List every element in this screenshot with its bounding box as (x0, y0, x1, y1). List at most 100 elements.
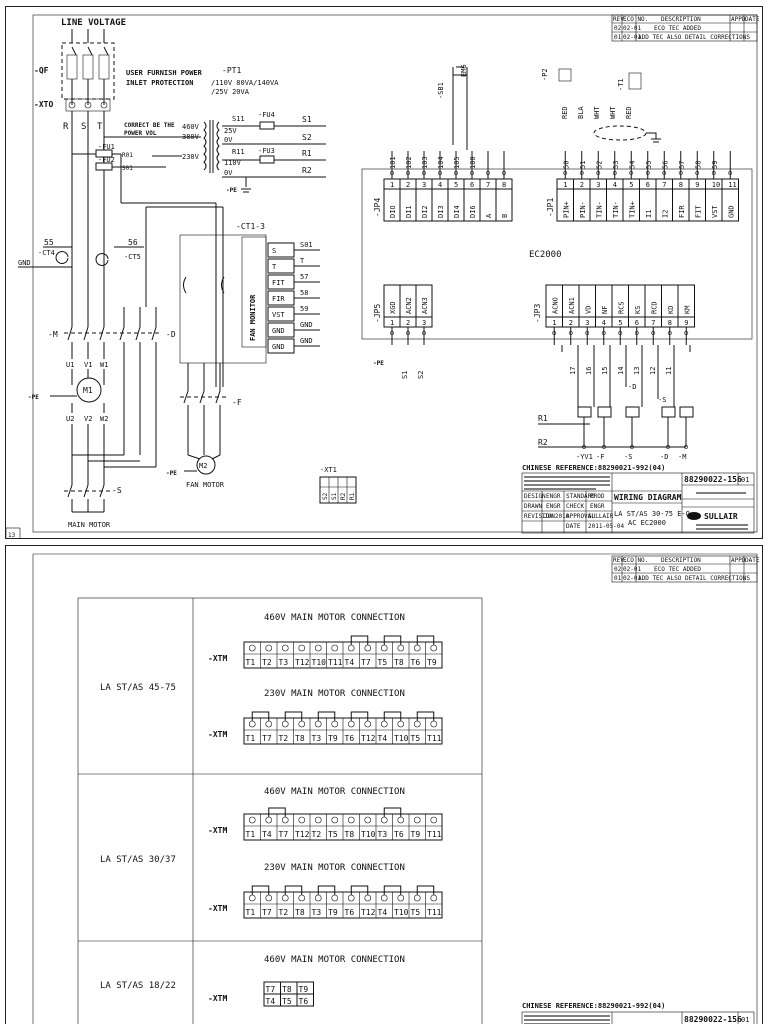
terminal-label: T6 (345, 908, 355, 917)
tb-date-label: DATE (566, 523, 581, 530)
connector-pin-number: 7 (651, 319, 655, 327)
connector-pin-label-cell (677, 284, 695, 318)
rev2-row2-desc: ADD TEC ALSO DETAIL CORRECTIONS (638, 575, 750, 582)
motor-w1: W1 (100, 361, 108, 369)
connector-pin-number: 8 (502, 181, 506, 189)
r1-label: R1 (538, 414, 548, 423)
terminal-jumper (383, 807, 402, 817)
connector-pin-label: KD (667, 306, 675, 314)
connection-table (77, 597, 483, 1024)
connector-pin-label: TIN+ (628, 201, 636, 218)
connector-pin-number: 4 (613, 181, 617, 189)
tb-design-label: DESIGN (524, 493, 546, 500)
m-contactor-label: -M (48, 330, 58, 339)
shield-twisted-pair (593, 125, 647, 141)
connector-wire-node (422, 171, 426, 175)
connector-pin-number: 1 (390, 181, 394, 189)
jp5-wire-s2: S2 (417, 371, 425, 379)
terminal-label: T1 (246, 908, 256, 917)
connector-pin-number: 3 (596, 181, 600, 189)
terminal-jumper (383, 635, 402, 645)
wire-r01: R01 (122, 152, 133, 159)
terminal-jumper (416, 885, 435, 895)
connector-pin-label: ACN1 (568, 297, 576, 314)
connector-wire-node (651, 331, 656, 335)
m2-label: M2 (199, 462, 207, 470)
correct-note-2: POWER VOL (124, 130, 157, 137)
terminal-label: T10 (394, 734, 409, 743)
connector-wire-label: 102 (405, 156, 413, 169)
connection-title: 460V MAIN MOTOR CONNECTION (264, 613, 405, 623)
out-r2: R2 (302, 166, 312, 175)
fan-monitor-wire-label: GND (300, 321, 313, 329)
terminal-label: T2 (312, 830, 322, 839)
terminal-screw (248, 816, 256, 824)
terminal-label: T5 (378, 658, 388, 667)
connector-pin-label: KS (634, 306, 642, 314)
terminal-screw (413, 816, 421, 824)
pri-tap-460: 460V (182, 123, 200, 131)
connector-pin-number: 1 (552, 319, 556, 327)
coil-tag-d: -D (628, 383, 636, 391)
terminal-screw (364, 816, 372, 824)
relay-coil (679, 406, 694, 418)
terminal-label: T8 (295, 734, 305, 743)
rev2-row1-desc: ECO TEC ADDED (654, 566, 701, 573)
fan-monitor-wire-label: 58 (300, 289, 308, 297)
fan-monitor-wire-label: GND (300, 337, 313, 345)
connector-pin-number: 11 (728, 181, 736, 189)
line-voltage-label: LINE VOLTAGE (61, 18, 126, 28)
jp1-label: -JP1 (546, 198, 555, 217)
rev-head-desc: DESCRIPTION (661, 16, 701, 23)
rev-head-date: DATE (745, 16, 760, 23)
relay-coil (661, 406, 676, 418)
connector-pin-number: 3 (422, 319, 426, 327)
terminal-screw (248, 644, 256, 652)
m1-label: M1 (83, 386, 93, 395)
terminal-jumper (251, 885, 270, 895)
connector-wire-node (612, 171, 617, 175)
terminal-label: T7 (266, 985, 276, 994)
tb-check-value: ENGR (590, 503, 605, 510)
connector-pin-number: 1 (390, 319, 394, 327)
fuse-fu4 (259, 121, 275, 130)
connector-pin-number: 2 (580, 181, 584, 189)
page-number-box (6, 527, 21, 538)
revision-table-2: REV. ECO NO. DESCRIPTION APPD DATE 02 02… (611, 555, 760, 583)
terminal-label: T9 (411, 830, 421, 839)
jp5-label: -JP5 (373, 304, 382, 323)
connector-pin-label: ACNO (551, 297, 559, 314)
terminal-jumper (350, 635, 369, 645)
fan-monitor-terminal-label: S (272, 247, 276, 255)
terminal-screw (430, 816, 438, 824)
connector-pin-number: 8 (668, 319, 672, 327)
terminal-label: T11 (427, 908, 442, 917)
t1-label: -T1 (617, 78, 625, 91)
xtm-label: -XTM (208, 654, 227, 663)
connector-pin-label: PIN- (579, 201, 587, 218)
rev2-head-desc: DESCRIPTION (661, 557, 701, 564)
terminal-label: T4 (262, 830, 272, 839)
terminal-label: T8 (394, 658, 404, 667)
terminal-label: T8 (295, 908, 305, 917)
connector-pin-label: DI1 (405, 205, 413, 218)
rev-row2-desc: ADD TEC ALSO DETAIL CORRECTIONS (638, 34, 750, 41)
terminal-screw (281, 644, 289, 652)
connector-wire-node (684, 331, 689, 335)
connector-wire-label: 55 (645, 161, 653, 169)
ct1-label: -CT1-3 (236, 222, 265, 231)
fan-monitor-terminal-label: FIR (272, 295, 285, 303)
fan-monitor-terminal-label: T (272, 263, 277, 271)
relay-coil (625, 406, 640, 418)
pe-label-pt: -PE (226, 187, 237, 194)
connector-pin-label: B (501, 214, 509, 218)
terminal-screw (347, 816, 355, 824)
connector-pin-label-cell (721, 188, 739, 222)
connector-wire-node (579, 171, 584, 175)
fan-monitor-wire-label: 57 (300, 273, 308, 281)
connector-wire-label: 51 (579, 161, 587, 169)
ct5-label: -CT5 (124, 253, 141, 261)
terminal-label: T6 (299, 997, 309, 1006)
motor-v1: V1 (84, 361, 92, 369)
